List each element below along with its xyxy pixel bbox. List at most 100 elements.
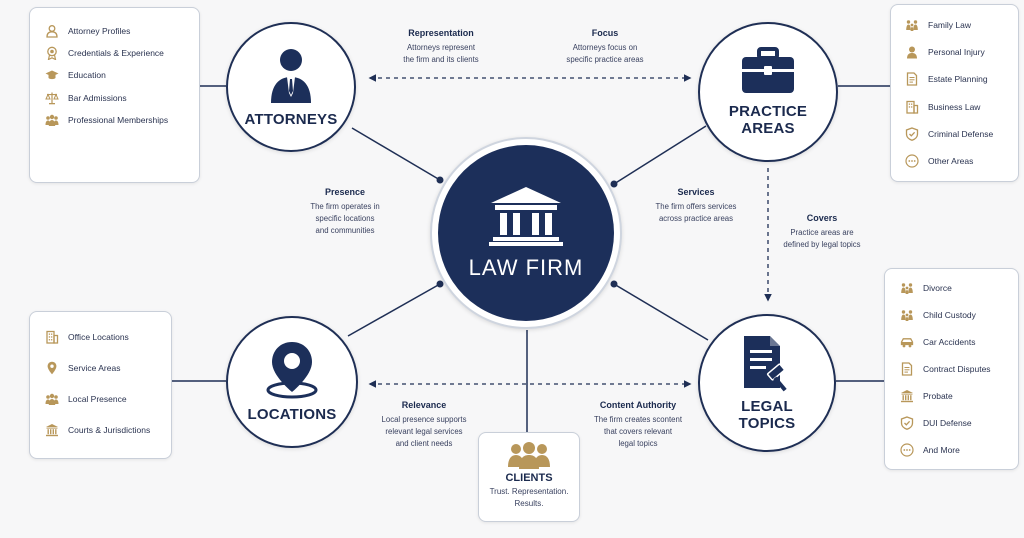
legal-list-item: Car Accidents [900,335,1018,349]
practice-list-item: Personal Injury [905,45,1018,59]
practice-list-item: Family Law [905,18,1018,32]
office-building-icon [45,330,59,344]
practice-list-item-label: Other Areas [928,155,974,166]
content-authority-line2: that covers relevant [603,427,673,437]
clients-subtitle: Trust. Representation. Results. [490,486,569,510]
legal-topics-title-line2: TOPICS [738,415,796,432]
legal-list-item-label: Car Accidents [923,337,976,347]
spoke-locations [347,283,441,337]
locations-list-item-label: Local Presence [68,394,127,404]
spoke-legal [613,283,709,341]
edge-label-focus: Focus Attorneys focus on specific practi… [550,28,660,66]
practice-areas-node: PRACTICE AREAS [698,22,838,162]
representation-heading: Representation [408,28,474,38]
relevance-line3: and client needs [395,439,453,449]
graduation-cap-icon [45,68,59,82]
attorneys-list-item: Education [45,68,199,82]
practice-areas-title-line2: AREAS [741,120,795,137]
focus-heading: Focus [591,28,619,38]
edge-label-presence: Presence The firm operates in specific l… [290,187,400,237]
legal-list-item-label: And More [923,445,960,455]
locations-list-item: Courts & Jurisdictions [45,423,171,437]
building-icon [905,100,919,114]
attorneys-list-item-label: Education [68,70,106,81]
focus-line2: specific practice areas [566,55,644,65]
attorneys-list-item-label: Attorney Profiles [68,26,131,36]
document-gavel-icon [744,335,787,392]
group-icon [45,392,59,406]
locations-title: LOCATIONS [247,406,337,424]
locations-list-item: Service Areas [45,361,171,375]
scales-icon [45,91,59,105]
focus-line1: Attorneys focus on [572,43,638,52]
legal-list-item-label: Probate [923,391,953,401]
content-authority-heading: Content Authority [599,400,677,410]
legal-topics-title: LEGAL TOPICS [739,398,796,433]
spoke-dot-legal [610,280,618,288]
representation-line1: Attorneys represent [406,43,476,52]
content-authority-line3: legal topics [618,439,658,449]
car-icon [900,335,914,349]
legal-list-item: Contract Disputes [900,362,1018,376]
legal-list-item-label: Divorce [923,283,952,293]
practice-list-item-label: Estate Planning [928,74,988,85]
edge-label-content-authority: Content Authority The firm creates scont… [578,400,698,450]
relevance-line1: Local presence supports [381,415,467,424]
practice-list-item: Business Law [905,100,1018,114]
attorneys-title: ATTORNEYS [244,111,338,129]
services-line2: across practice areas [658,214,734,224]
locations-list-item: Local Presence [45,392,171,406]
covers-line2: defined by legal topics [783,240,861,250]
attorneys-list-item: Professional Memberships [45,113,199,127]
edge-label-services: Services The firm offers services across… [636,187,756,225]
services-heading: Services [677,187,715,197]
spoke-dot-practice [610,180,618,188]
courthouse-icon [900,389,914,403]
attorneys-list-item-label: Professional Memberships [68,114,169,125]
spoke-dot-attorneys [436,176,444,184]
briefcase-icon [742,46,794,93]
family-icon [900,281,914,295]
legal-list-item-label: Contract Disputes [923,364,991,374]
practice-list-item-label: Criminal Defense [928,128,994,139]
practice-areas-title-line1: PRACTICE [728,102,808,120]
relevance-line2: relevant legal services [385,427,463,437]
edge-label-representation: Representation Attorneys represent the f… [386,28,496,66]
legal-topics-title-line1: LEGAL [741,397,793,415]
practice-list-item: Estate Planning [905,72,1018,87]
person-icon [905,45,919,59]
legal-list-item: Child Custody [900,308,1018,322]
law-firm-hub: LAW FIRM [430,137,622,329]
courthouse-icon [45,423,59,437]
attorneys-list-item: Bar Admissions [45,91,199,105]
attorneys-list-item-label: Credentials & Experience [68,48,164,59]
presence-line1: The firm operates in [310,202,380,211]
shield-icon [905,127,919,141]
attorneys-list-item: Credentials & Experience [45,46,199,61]
practice-list-item-label: Business Law [928,101,981,112]
locations-node: LOCATIONS [226,316,358,448]
locations-list-item-label: Courts & Jurisdictions [68,425,151,435]
edge-label-relevance: Relevance Local presence supports releva… [364,400,484,450]
attorney-icon [271,49,311,104]
covers-line1: Practice areas are [790,228,854,237]
ellipsis-icon [900,443,914,457]
presence-line2: specific locations [315,214,375,224]
services-line1: The firm offers services [655,202,737,211]
presence-line3: and communities [315,226,375,236]
ellipsis-icon [905,154,919,168]
representation-line2: the firm and its clients [403,55,479,65]
attorneys-node: ATTORNEYS [226,22,356,152]
clients-title: CLIENTS [505,472,553,484]
edge-label-covers: Covers Practice areas are defined by leg… [766,213,878,251]
law-firm-title: LAW FIRM [468,255,584,281]
family-icon [900,308,914,322]
clients-subtitle-line1: Trust. Representation. [489,487,569,496]
map-pin-icon [45,361,59,375]
map-pin-icon [266,342,318,399]
